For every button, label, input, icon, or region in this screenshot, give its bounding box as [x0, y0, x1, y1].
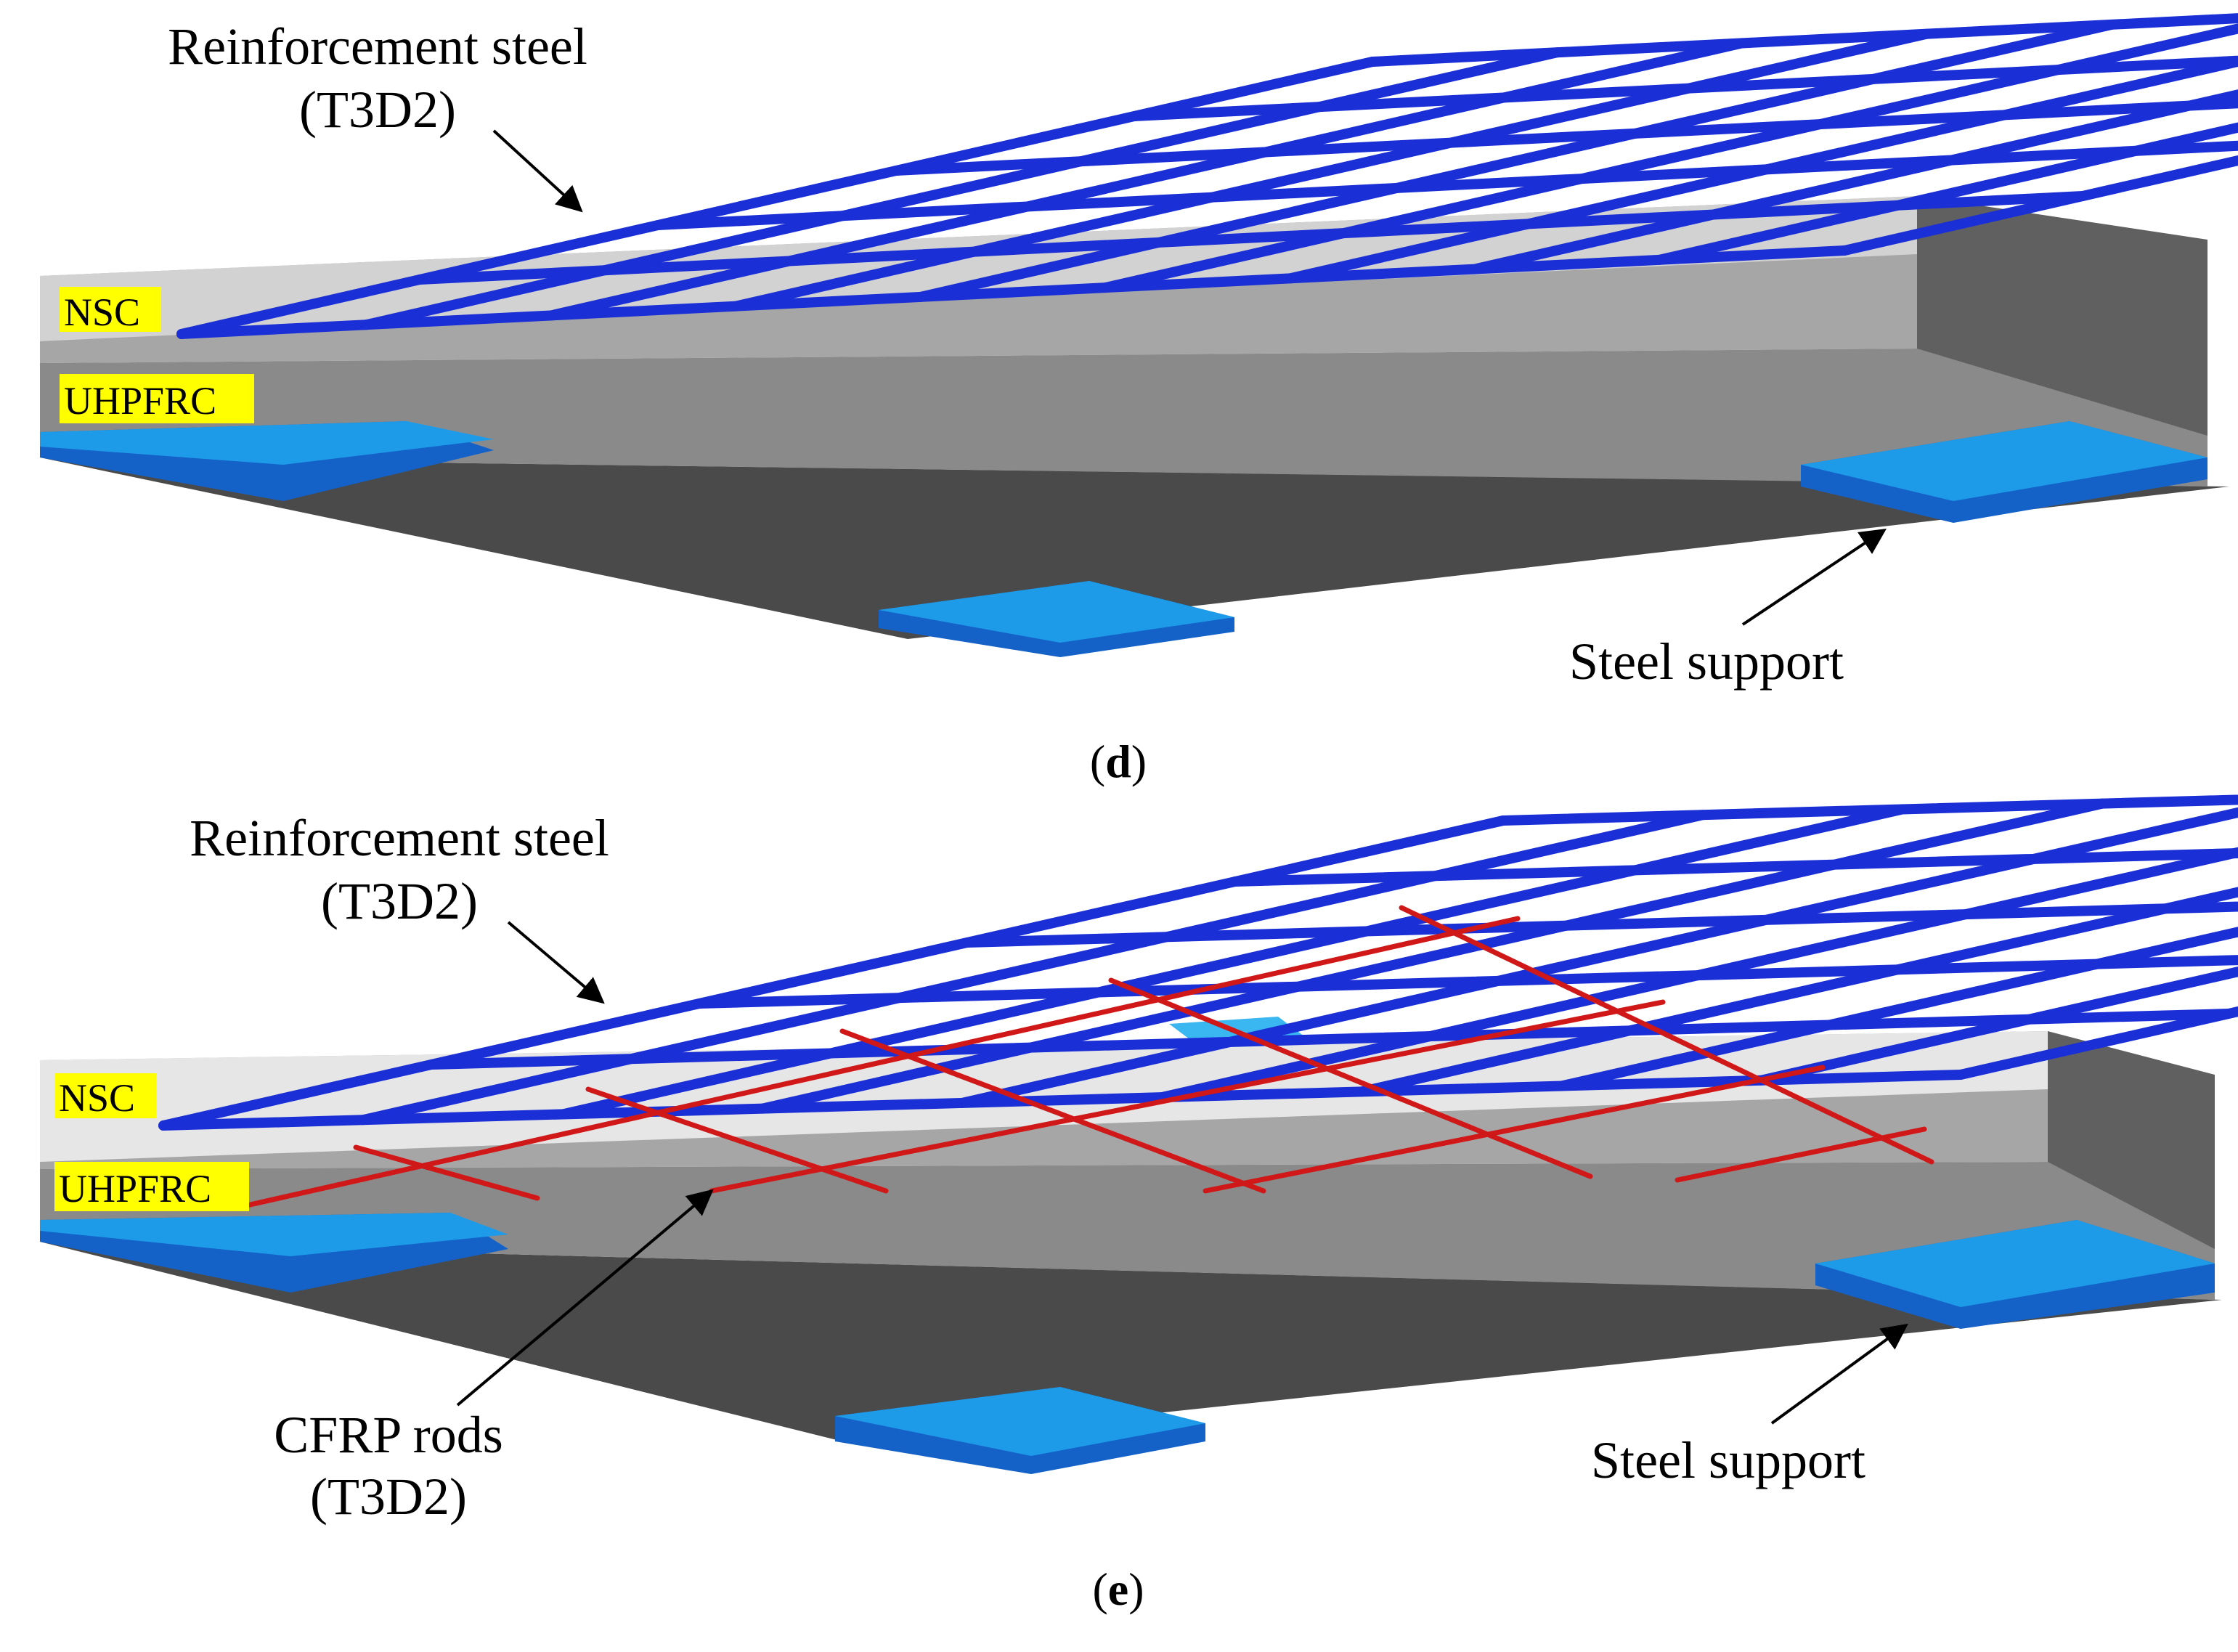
uhpfrc-front-face — [40, 349, 2208, 487]
nsc-tag-e: NSC — [54, 1073, 156, 1120]
steel-support-right — [1801, 421, 2208, 523]
rebar-label-type: (T3D2) — [299, 81, 456, 139]
rebar-bar — [962, 901, 2238, 948]
rebar-mesh-d — [176, 13, 2238, 339]
rebar-bar — [694, 955, 2238, 1009]
nsc-label: NSC — [64, 290, 140, 334]
slab-bottom-face — [40, 457, 2229, 639]
rebar-bar — [158, 1070, 1966, 1131]
rebar-bar — [1556, 927, 2238, 1091]
slab-d — [40, 196, 2229, 639]
rebar-bar — [176, 57, 1378, 339]
rebar-bar — [1230, 847, 2238, 887]
cfrp-rod — [353, 1144, 540, 1201]
rebar-bar — [915, 19, 2117, 302]
rebar-bar — [653, 140, 2238, 230]
rebar-bar — [1498, 794, 2238, 826]
steel-support-right — [1815, 1220, 2215, 1329]
cfrp-rod — [1108, 977, 1593, 1179]
rebar-bar — [558, 804, 1908, 1120]
rebar-bar — [731, 28, 1932, 312]
support-label: Steel support — [1569, 632, 1844, 691]
supports-e — [40, 1213, 2215, 1474]
cfrp-label-type: (T3D2) — [310, 1468, 467, 1526]
support-label: Steel support — [1591, 1431, 1865, 1489]
rebar-arrow — [507, 921, 605, 1004]
rebar-bar — [891, 98, 2238, 176]
uhpfrc-tag-e: UHPFRC — [54, 1162, 249, 1211]
rebar-bar — [176, 245, 1850, 339]
uhpfrc-tag-d: UHPFRC — [60, 374, 254, 423]
caption-e: (e) — [1092, 1563, 1144, 1615]
rebar-bar — [415, 191, 2088, 285]
cfrp-label: CFRP rods — [274, 1406, 502, 1464]
slab-bottom-face — [40, 1242, 2222, 1445]
cfrp-rod — [244, 916, 1521, 1208]
rebar-bar — [1654, 122, 2238, 265]
rebar-label: Reinforcement steel — [168, 17, 587, 76]
rebar-label-type: (T3D2) — [321, 872, 478, 930]
support-arrow — [1741, 529, 1887, 626]
nsc-label: NSC — [59, 1076, 135, 1120]
uhpfrc-label: UHPFRC — [64, 379, 216, 423]
slab-right-face — [2048, 1031, 2215, 1285]
cfrp-rod — [709, 999, 1666, 1194]
cfrp-rod — [1203, 1065, 1826, 1194]
rebar-bar — [1157, 847, 2238, 1103]
cfrp-rod — [585, 1086, 889, 1194]
rebar-bar — [545, 38, 1747, 321]
supports-d — [40, 421, 2208, 657]
uhpfrc-label: UHPFRC — [59, 1167, 211, 1210]
rebar-bar — [361, 47, 1563, 330]
rebar-mesh-e — [158, 794, 2238, 1131]
cfrp-rods-e — [244, 905, 1934, 1208]
rebar-bar — [957, 807, 2238, 1108]
panel-e: NSC UHPFRC Reinforcement steel (T3D2) CF… — [40, 794, 2238, 1615]
cfrp-rod — [1399, 905, 1934, 1165]
steel-support-mid — [835, 1387, 1205, 1474]
steel-support-left — [40, 1213, 508, 1293]
slab-right-face — [1917, 196, 2208, 450]
rebar-bar — [1129, 55, 2238, 121]
rebar-bar — [426, 1009, 2234, 1070]
rebar-bar — [358, 810, 1708, 1126]
rebar-arrow — [492, 129, 583, 213]
support-arrow — [1770, 1323, 1908, 1425]
steel-support-mid — [879, 581, 1234, 657]
rebar-bar — [1470, 89, 2238, 274]
rebar-bar — [1356, 887, 2238, 1097]
panel-d: NSC UHPFRC Reinforcement steel (T3D2) St… — [40, 13, 2238, 787]
cfrp-arrow — [456, 1189, 714, 1407]
rebar-bar — [1956, 1006, 2238, 1080]
rebar-bar — [1839, 155, 2238, 256]
rebar-label: Reinforcement steel — [190, 809, 609, 867]
nsc-tag-d: NSC — [60, 287, 161, 334]
rebar-bar — [1100, 23, 2238, 293]
caption-d: (d) — [1090, 736, 1147, 787]
rebar-bar — [1285, 56, 2238, 284]
rebar-bar — [1367, 13, 2238, 67]
uhpfrc-front-face — [40, 1162, 2215, 1300]
rebar-bar — [1756, 967, 2238, 1086]
steel-support-left — [40, 421, 494, 501]
rebar-bar — [158, 815, 1508, 1131]
rebar-bar — [757, 798, 2107, 1114]
cfrp-rod — [839, 1028, 1266, 1194]
